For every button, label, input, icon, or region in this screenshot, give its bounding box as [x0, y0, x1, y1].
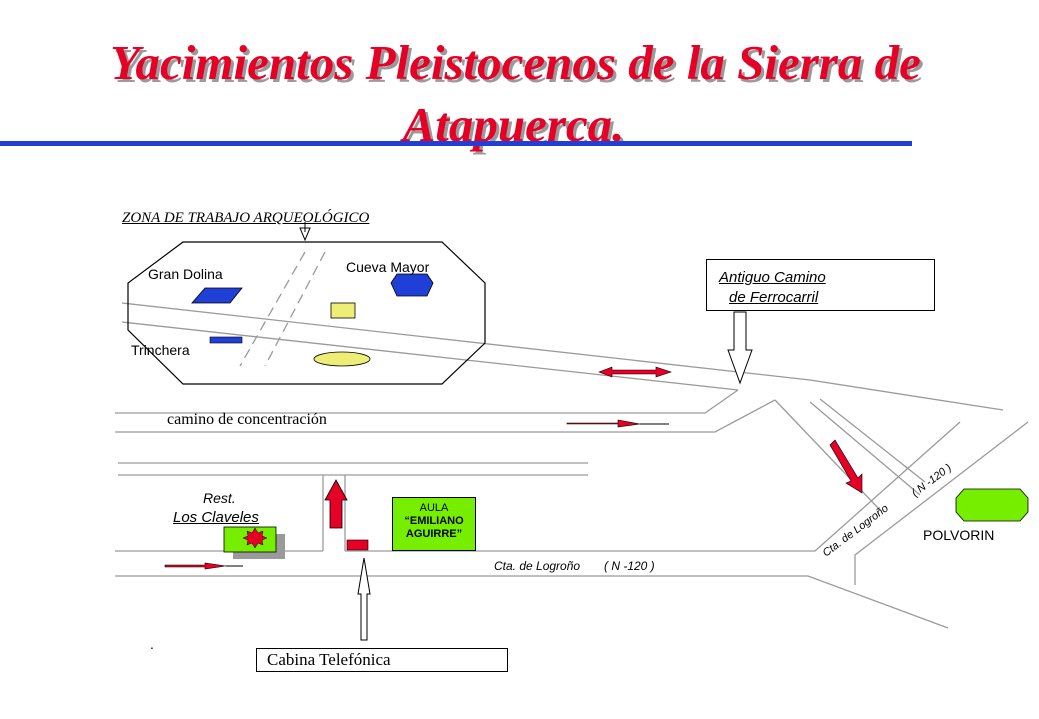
road-main-label: Cta. de Logroño: [494, 559, 581, 573]
road-top-diagonal-right: [819, 398, 926, 483]
ferrocarril-line2: de Ferrocarril: [729, 289, 819, 306]
cabina-label: Cabina Telefónica: [267, 650, 391, 669]
double-arrow-top: [598, 366, 672, 378]
phone-booth-square: [346, 539, 369, 551]
cueva-mayor-label: Cueva Mayor: [346, 259, 430, 275]
restaurant-prefix: Rest.: [203, 490, 236, 506]
road-top-diagonal-upper: [121, 302, 1004, 411]
road-diagonal-right: [809, 401, 921, 496]
road-branch: [854, 421, 1029, 585]
ferrocarril-pointer-arrow: [727, 311, 753, 385]
road-diagonal-left: [774, 399, 881, 511]
red-arrow-main: [164, 562, 227, 570]
zone-pointer-arrow: [299, 222, 311, 242]
road-diagonal-label: Cta. de Logroño: [821, 502, 891, 559]
red-arrow-camino: [566, 419, 641, 428]
yellow-site-oval: [313, 351, 371, 367]
stray-dot: .: [150, 636, 154, 652]
trinchera-label: Trinchera: [131, 342, 190, 358]
restaurant-name: Los Claveles: [173, 509, 259, 526]
gran-dolina-shape: [191, 287, 243, 304]
ferrocarril-box: Antiguo Camino de Ferrocarril: [706, 259, 935, 311]
gran-dolina-label: Gran Dolina: [148, 266, 223, 282]
cabina-pointer-arrow: [357, 557, 371, 641]
polvorin-octagon: [955, 488, 1029, 522]
camino-label: camino de concentración: [167, 411, 327, 428]
road-diagonal-code: ( N -120 ): [910, 462, 955, 500]
track-dashed-2: [264, 251, 326, 367]
track-dashed-1: [239, 251, 306, 367]
trinchera-shape: [209, 336, 243, 344]
red-arrow-up: [324, 479, 348, 529]
ferrocarril-line1: Antiguo Camino: [719, 269, 826, 286]
map-title-line2: Atapuerca.: [402, 97, 625, 152]
aula-line3: AGUIRRE”: [405, 528, 463, 540]
road-camino-upper: [115, 389, 739, 414]
road-main-code: ( N -120 ): [604, 559, 655, 573]
yellow-site-square: [330, 302, 356, 319]
zone-octagon: [127, 241, 486, 385]
road-main-upper: [115, 421, 961, 552]
road-top-diagonal-lower: [121, 321, 739, 391]
aula-box: AULA “EMILIANO AGUIRRE”: [392, 497, 476, 551]
title-underline: [0, 141, 912, 146]
restaurant-star-icon: [242, 527, 268, 549]
aula-line1: AULA: [419, 502, 449, 514]
aula-line2: “EMILIANO: [404, 515, 464, 527]
polvorin-label: POLVORIN: [923, 527, 995, 543]
zone-label: ZONA DE TRABAJO ARQUEOLÓGICO: [122, 210, 370, 226]
red-arrow-diagonal: [829, 439, 863, 494]
road-main-lower: [115, 575, 949, 629]
road-camino-lower: [115, 399, 776, 433]
cueva-mayor-shape: [390, 273, 434, 297]
map-title-line1: Yacimientos Pleistocenos de la Sierra de: [110, 35, 921, 90]
cabina-box: Cabina Telefónica: [256, 648, 508, 672]
